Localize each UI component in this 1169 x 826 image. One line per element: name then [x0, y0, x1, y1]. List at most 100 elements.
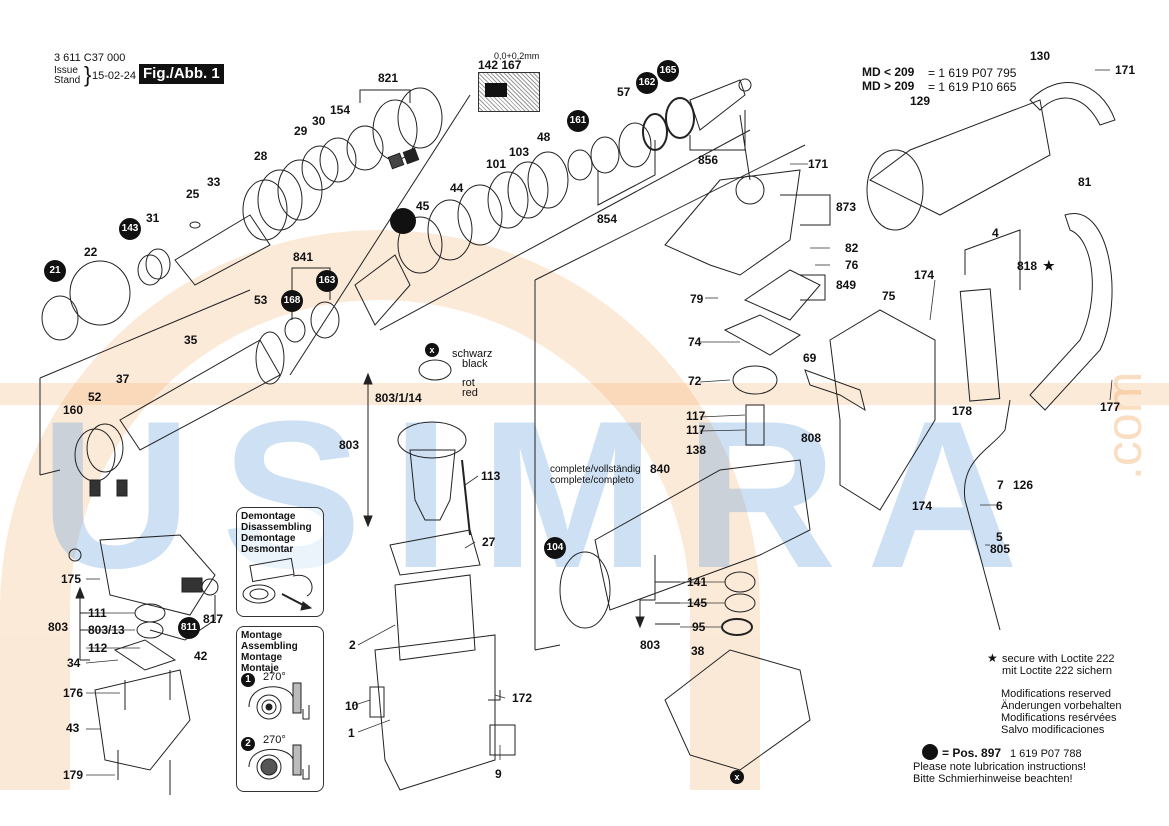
- part-label-840[interactable]: 840: [650, 462, 671, 476]
- part-label-29[interactable]: 29: [294, 124, 308, 138]
- part-label-30[interactable]: 30: [312, 114, 326, 128]
- part-label-160[interactable]: 160: [63, 403, 84, 417]
- part-label-141[interactable]: 141: [687, 575, 708, 589]
- part-label-7[interactable]: 7: [997, 478, 1004, 492]
- star-818: ★: [1043, 258, 1055, 273]
- part-label-2[interactable]: 2: [349, 638, 356, 652]
- part-label-52[interactable]: 52: [88, 390, 102, 404]
- part-label-1[interactable]: 1: [348, 726, 355, 740]
- part-label-130[interactable]: 130: [1030, 49, 1051, 63]
- circled-label-21[interactable]: 21: [44, 260, 66, 282]
- circled-label-168[interactable]: 168: [281, 290, 303, 312]
- part-label-9[interactable]: 9: [495, 767, 502, 781]
- part-label-72[interactable]: 72: [688, 374, 702, 388]
- lubrication-pos: = Pos. 897: [942, 746, 1002, 760]
- part-label-48[interactable]: 48: [537, 130, 551, 144]
- part-label-42[interactable]: 42: [194, 649, 208, 663]
- part-label-854[interactable]: 854: [597, 212, 618, 226]
- part-label-111[interactable]: 111: [88, 606, 107, 620]
- part-label-171[interactable]: 171: [808, 157, 829, 171]
- part-label-821[interactable]: 821: [378, 71, 399, 85]
- part-label-179[interactable]: 179: [63, 768, 84, 782]
- part-label-126[interactable]: 126: [1013, 478, 1034, 492]
- circled-label-162[interactable]: 162: [636, 72, 658, 94]
- part-label-95[interactable]: 95: [692, 620, 706, 634]
- part-label-103[interactable]: 103: [509, 145, 530, 159]
- part-label-10[interactable]: 10: [345, 699, 359, 713]
- part-label-176[interactable]: 176: [63, 686, 84, 700]
- bearing-black-de: schwarz: [452, 348, 493, 360]
- lubrication-dot-45[interactable]: [390, 208, 416, 234]
- disassembly-title-3: Demontage: [241, 533, 296, 544]
- part-label-76[interactable]: 76: [845, 258, 859, 272]
- part-label-803-1-14[interactable]: 803/1/14: [375, 391, 422, 405]
- tolerance-seal: [485, 83, 507, 97]
- part-label-138[interactable]: 138: [686, 443, 707, 457]
- part-label-117-b[interactable]: 117: [686, 423, 706, 437]
- part-label-82[interactable]: 82: [845, 241, 859, 255]
- part-label-74[interactable]: 74: [688, 335, 702, 349]
- part-label-33[interactable]: 33: [207, 175, 221, 189]
- part-label-154[interactable]: 154: [330, 103, 351, 117]
- part-label-4[interactable]: 4: [992, 226, 999, 240]
- part-label-178[interactable]: 178: [952, 404, 973, 418]
- part-label-171-top[interactable]: 171: [1115, 63, 1136, 77]
- circled-label-104[interactable]: 104: [544, 537, 566, 559]
- part-label-27[interactable]: 27: [482, 535, 496, 549]
- part-label-803-left[interactable]: 803: [48, 620, 69, 634]
- part-label-53[interactable]: 53: [254, 293, 268, 307]
- part-label-808[interactable]: 808: [801, 431, 822, 445]
- part-label-803-right[interactable]: 803: [640, 638, 661, 652]
- part-label-174-top[interactable]: 174: [914, 268, 935, 282]
- part-117: [745, 404, 765, 446]
- assembly-title-4: Montaje: [241, 663, 279, 674]
- part-label-45[interactable]: 45: [416, 199, 430, 213]
- circled-label-811[interactable]: 811: [178, 617, 200, 639]
- part-label-81[interactable]: 81: [1078, 175, 1092, 189]
- part-label-44[interactable]: 44: [450, 181, 464, 195]
- part-label-79[interactable]: 79: [690, 292, 704, 306]
- part-label-75[interactable]: 75: [882, 289, 896, 303]
- circled-label-x-top[interactable]: x: [425, 343, 439, 357]
- part-label-6[interactable]: 6: [996, 499, 1003, 513]
- circled-label-x-bottom[interactable]: x: [730, 770, 744, 784]
- circled-label-143[interactable]: 143: [119, 218, 141, 240]
- part-label-849[interactable]: 849: [836, 278, 857, 292]
- part-label-5[interactable]: 5: [996, 530, 1003, 544]
- part-label-803-13[interactable]: 803/13: [88, 623, 125, 637]
- part-52: [86, 423, 124, 473]
- part-label-175[interactable]: 175: [61, 572, 82, 586]
- part-45: [397, 216, 443, 274]
- part-label-856[interactable]: 856: [698, 153, 719, 167]
- part-label-841[interactable]: 841: [293, 250, 314, 264]
- part-label-28[interactable]: 28: [254, 149, 268, 163]
- part-label-172[interactable]: 172: [512, 691, 533, 705]
- part-label-145[interactable]: 145: [687, 596, 708, 610]
- circled-label-161[interactable]: 161: [567, 110, 589, 132]
- part-label-803-motor[interactable]: 803: [339, 438, 360, 452]
- part-label-174-bottom[interactable]: 174: [912, 499, 933, 513]
- part-label-22[interactable]: 22: [84, 245, 98, 259]
- part-label-805[interactable]: 805: [990, 542, 1011, 556]
- part-label-818[interactable]: 818: [1017, 259, 1038, 273]
- part-label-69[interactable]: 69: [803, 351, 817, 365]
- part-label-117-a[interactable]: 117: [686, 409, 706, 423]
- part-label-31[interactable]: 31: [146, 211, 160, 225]
- part-label-113[interactable]: 113: [481, 469, 501, 483]
- part-label-43[interactable]: 43: [66, 721, 80, 735]
- part-label-817[interactable]: 817: [203, 612, 224, 626]
- part-label-38[interactable]: 38: [691, 644, 705, 658]
- part-label-112[interactable]: 112: [88, 641, 108, 655]
- circled-label-165[interactable]: 165: [657, 60, 679, 82]
- part-label-129[interactable]: 129: [910, 94, 931, 108]
- part-label-25[interactable]: 25: [186, 187, 200, 201]
- part-label-101[interactable]: 101: [486, 157, 507, 171]
- part-101: [487, 171, 529, 229]
- part-label-34[interactable]: 34: [67, 656, 81, 670]
- part-label-873[interactable]: 873: [836, 200, 857, 214]
- part-label-57[interactable]: 57: [617, 85, 631, 99]
- part-label-177[interactable]: 177: [1100, 400, 1121, 414]
- circled-label-163[interactable]: 163: [316, 270, 338, 292]
- part-label-37[interactable]: 37: [116, 372, 130, 386]
- part-label-35[interactable]: 35: [184, 333, 198, 347]
